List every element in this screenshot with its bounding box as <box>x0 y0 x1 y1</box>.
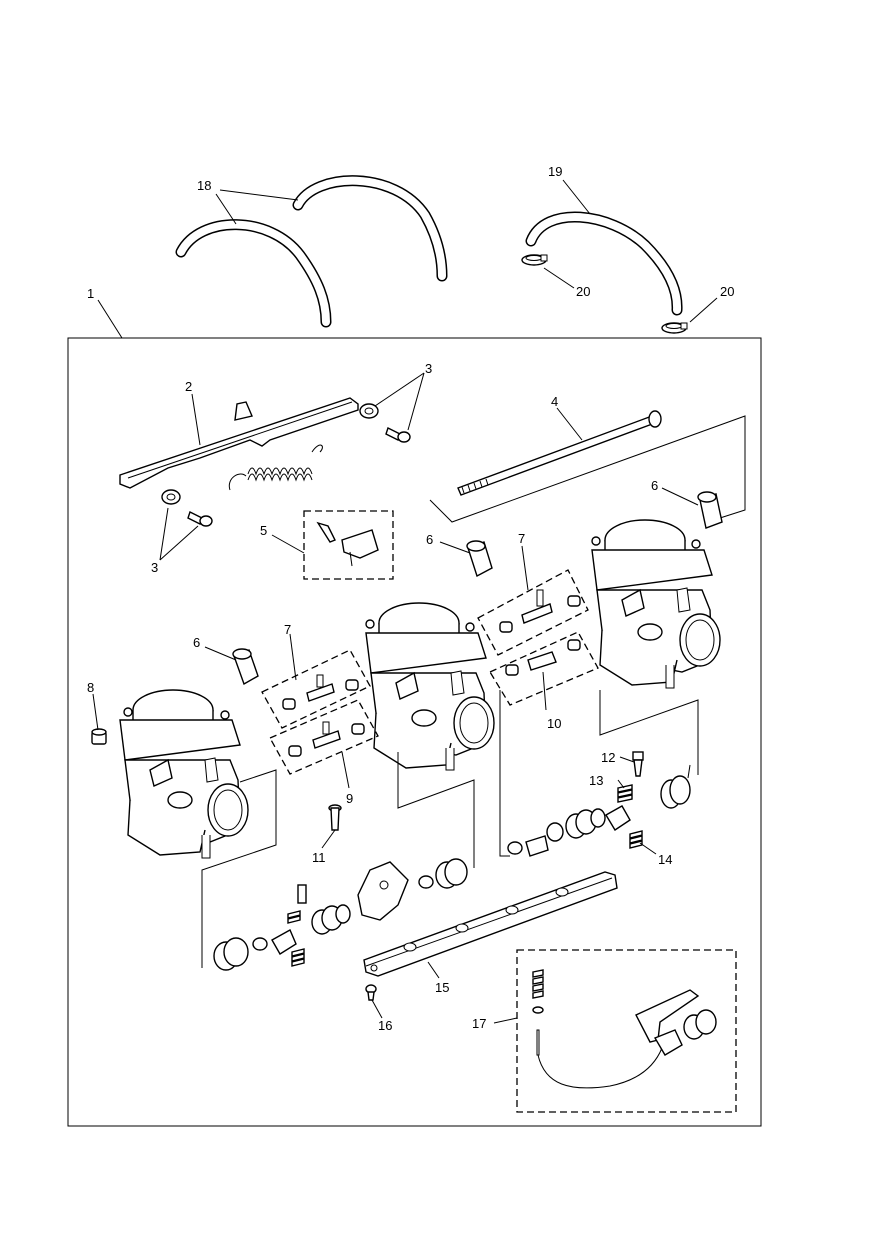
callout-18: 18 <box>197 178 211 193</box>
choke-cable-assembly-17 <box>532 969 717 1089</box>
carburettor-middle <box>365 602 495 771</box>
washer-3-lower <box>161 489 181 505</box>
linkage-parts-middle <box>357 858 468 921</box>
cap-6-left <box>232 648 259 686</box>
group-box-17 <box>516 949 737 1113</box>
spring-14 <box>629 830 643 849</box>
screw-3-upper <box>385 427 411 443</box>
callout-1: 1 <box>87 286 94 301</box>
callout-12: 12 <box>601 750 615 765</box>
carburettor-assembly-frame <box>67 337 762 1127</box>
linkage-leader-right-bottom <box>499 690 510 857</box>
group-box-7-right <box>477 569 589 656</box>
callout-6: 6 <box>193 635 200 650</box>
carburettor-right <box>591 519 721 689</box>
callout-5: 5 <box>260 523 267 538</box>
linkage-leader-left <box>201 769 277 968</box>
callout-6: 6 <box>426 532 433 547</box>
callout-3: 3 <box>425 361 432 376</box>
callout-2: 2 <box>185 379 192 394</box>
bracket-2 <box>119 397 359 489</box>
group-box-10-right <box>489 631 599 706</box>
callout-7: 7 <box>284 622 291 637</box>
hose-clip-20-lower <box>661 322 688 334</box>
screw-12 <box>632 751 644 777</box>
callout-3: 3 <box>151 560 158 575</box>
callout-11: 11 <box>312 850 326 865</box>
callout-6: 6 <box>651 478 658 493</box>
hose-clip-20-upper <box>521 254 548 266</box>
callout-13: 13 <box>589 773 603 788</box>
callout-17: 17 <box>472 1016 486 1031</box>
rod-4 <box>457 410 662 496</box>
hose-18-left <box>175 219 332 328</box>
group-box-7-left <box>261 649 371 729</box>
screw-11 <box>328 804 342 831</box>
washer-3-upper <box>359 403 379 419</box>
screw-3-lower <box>187 511 213 527</box>
linkage-leader-middle <box>397 752 475 868</box>
linkage-parts-left <box>213 884 351 971</box>
cap-6-right <box>697 491 723 529</box>
group-box-5 <box>303 510 394 580</box>
cap-6-middle <box>466 540 493 578</box>
group-box-9-left <box>269 699 379 775</box>
hose-19 <box>525 211 683 316</box>
callout-7: 7 <box>518 531 525 546</box>
return-spring <box>228 444 323 491</box>
cap-8 <box>91 728 107 745</box>
fastener-5 <box>316 521 379 567</box>
tee-fittings-9-left <box>288 721 365 757</box>
carburettor-left <box>119 689 249 859</box>
leader-lines <box>92 179 718 1024</box>
spring-13 <box>617 784 633 803</box>
callout-16: 16 <box>378 1018 392 1033</box>
callout-8: 8 <box>87 680 94 695</box>
callout-20: 20 <box>720 284 734 299</box>
screw-16 <box>365 984 377 1001</box>
callout-20: 20 <box>576 284 590 299</box>
callout-4: 4 <box>551 394 558 409</box>
callout-15: 15 <box>435 980 449 995</box>
callout-14: 14 <box>658 852 672 867</box>
callout-9: 9 <box>346 791 353 806</box>
callout-10: 10 <box>547 716 561 731</box>
linkage-leader-right <box>599 690 699 775</box>
tee-fittings-10-right <box>505 639 581 676</box>
tee-fittings-7-right <box>499 589 581 633</box>
fuel-rail-15 <box>363 871 618 977</box>
hose-18-right <box>292 175 448 282</box>
tee-fittings-7-left <box>282 674 359 710</box>
rod-4-leader-box <box>429 415 746 523</box>
callout-labels: 1 2 3 3 4 5 6 6 6 7 7 8 9 10 11 12 13 14… <box>87 164 734 1033</box>
callout-19: 19 <box>548 164 562 179</box>
linkage-parts-right <box>507 764 691 857</box>
